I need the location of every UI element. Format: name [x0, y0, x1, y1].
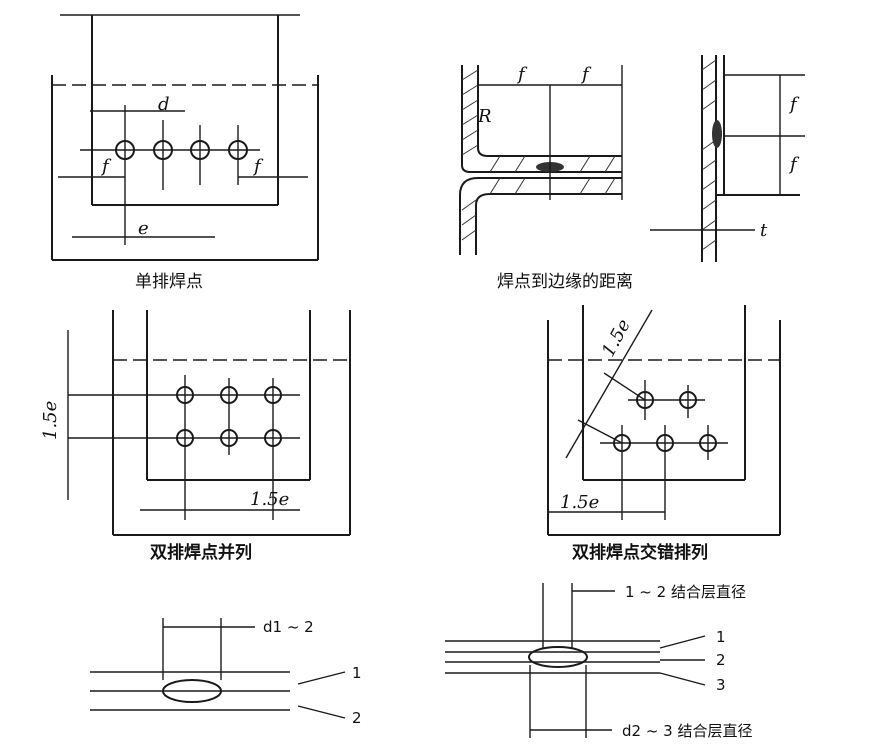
- label-d12: d1 ~ 2: [263, 618, 314, 636]
- label-d23-diameter: d2 ~ 3 结合层直径: [622, 722, 752, 740]
- label-e: e: [138, 218, 149, 239]
- label-t: t: [760, 220, 768, 241]
- caption-edge-distance: 焊点到边缘的距离: [497, 272, 633, 292]
- label-15e-horizontal: 1.5e: [250, 489, 289, 510]
- label-sheet-1-two: 1: [352, 664, 362, 682]
- panel-double-staggered: 1.5e 1.5e 双排焊点交错排列: [547, 305, 781, 563]
- label-sheet-2-three: 2: [716, 651, 726, 669]
- label-sheet-1-three: 1: [716, 628, 726, 646]
- panel-single-row: d f f e 单排焊点: [51, 14, 319, 292]
- label-d: d: [158, 94, 170, 115]
- label-f1: f: [516, 64, 528, 85]
- label-f-left: f: [100, 156, 112, 177]
- hatching-left-sheet: [461, 69, 616, 241]
- caption-single-row: 单排焊点: [135, 272, 203, 292]
- panel-nugget-two-sheets: d1 ~ 2 1 2: [90, 618, 362, 727]
- label-sheet-2-two: 2: [352, 709, 362, 727]
- label-f-right: f: [252, 156, 264, 177]
- label-15e-staggered: 1.5e: [560, 492, 599, 513]
- label-15e-vertical: 1.5e: [40, 401, 61, 440]
- weld-nugget-two-sheets: [162, 679, 222, 703]
- panel-edge-distance: f f R f f t 焊点到边缘的距离: [459, 55, 805, 292]
- weld-nugget-vertical: [712, 120, 722, 148]
- label-15e-diagonal: 1.5e: [598, 316, 635, 361]
- caption-double-parallel: 双排焊点并列: [150, 542, 252, 563]
- label-f2: f: [580, 64, 592, 85]
- caption-double-staggered: 双排焊点交错排列: [572, 542, 708, 563]
- panel-double-parallel: 1.5e 1.5e 双排焊点并列: [40, 310, 351, 563]
- label-fv1: f: [788, 94, 800, 115]
- label-R: R: [477, 106, 492, 127]
- weld-nugget-three-sheets: [528, 646, 588, 668]
- panel-nugget-three-sheets: 1 ~ 2 结合层直径 d2 ~ 3 结合层直径 1 2 3: [445, 583, 752, 740]
- label-fv2: f: [788, 154, 800, 175]
- hatching-vertical-sheets: [701, 59, 717, 251]
- label-12-diameter: 1 ~ 2 结合层直径: [625, 583, 746, 601]
- label-sheet-3-three: 3: [716, 676, 726, 694]
